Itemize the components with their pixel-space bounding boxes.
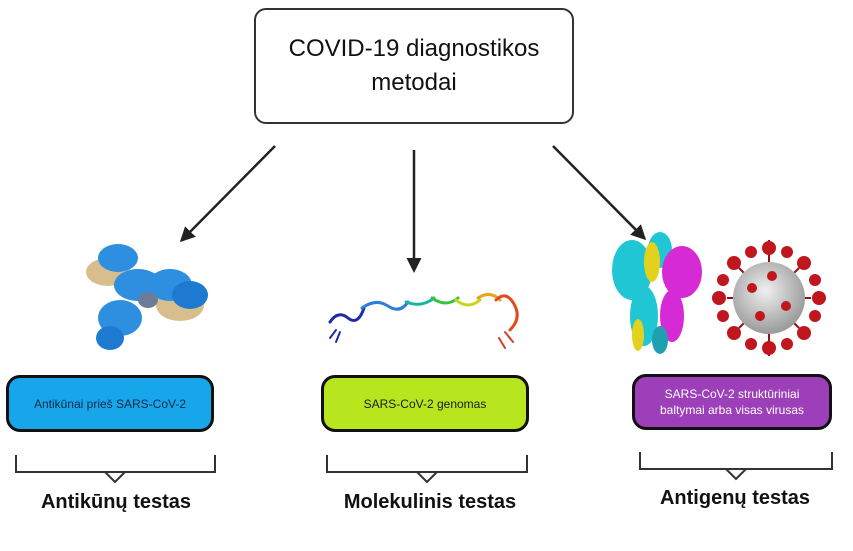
arrow-to-antibody [179, 145, 276, 243]
arrow-to-antigen [552, 145, 647, 241]
bracket-antibody [15, 455, 216, 484]
antigen-box: SARS-CoV-2 struktūriniai baltymai arba v… [632, 374, 832, 430]
antibody-box-text: Antikūnai prieš SARS-CoV-2 [33, 396, 187, 411]
bracket-molecular [326, 455, 528, 484]
bracket-antigen [639, 452, 833, 481]
spike-protein-icon [612, 232, 702, 354]
antibody-icon [86, 244, 208, 350]
antibody-box: Antikūnai prieš SARS-CoV-2 [6, 375, 214, 432]
root-title: COVID-19 diagnostikos metodai [288, 35, 540, 96]
antigen-box-text: SARS-CoV-2 struktūriniai baltymai arba v… [659, 387, 805, 417]
antibody-test-label: Antikūnų testas [40, 491, 192, 513]
root-node: COVID-19 diagnostikos metodai [254, 8, 574, 124]
molecular-test-label: Molekulinis testas [343, 491, 517, 513]
genome-box-text: SARS-CoV-2 genomas [363, 396, 487, 411]
genome-box: SARS-CoV-2 genomas [321, 375, 529, 432]
rna-genome-icon [328, 293, 519, 349]
antigen-test-label: Antigenų testas [659, 487, 811, 509]
virus-particle-icon [712, 240, 826, 356]
